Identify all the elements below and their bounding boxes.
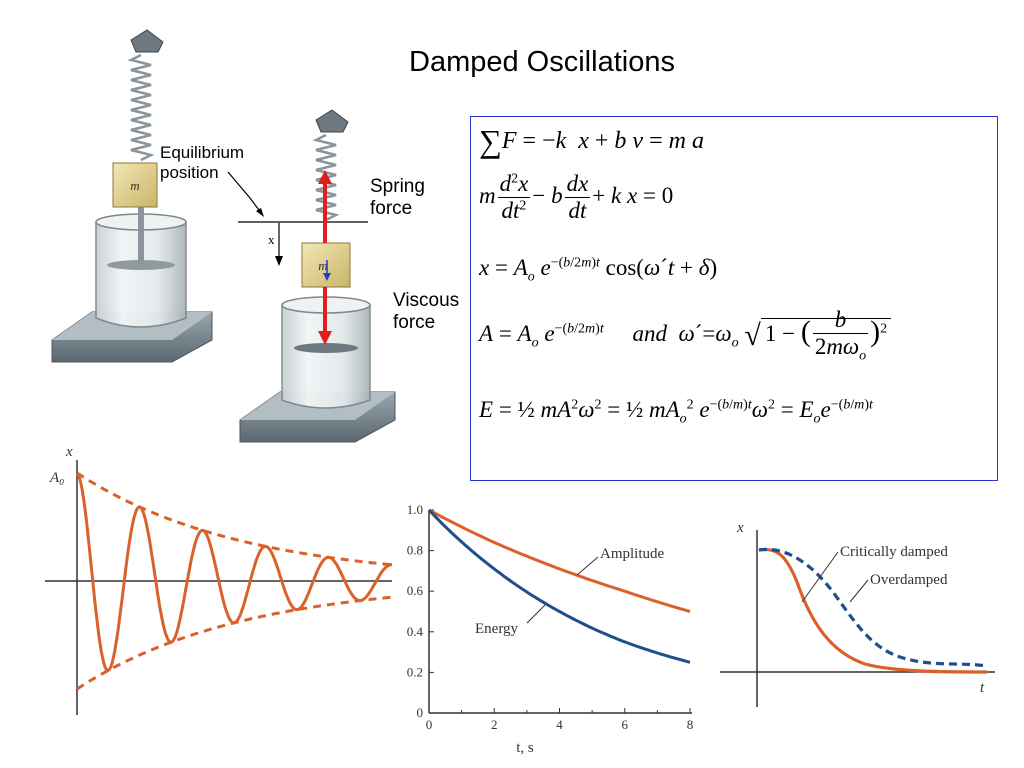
x-tick-label: 6 (622, 717, 629, 732)
damping-y-axis-label: x (736, 520, 744, 536)
spring-force-label: Spring force (370, 176, 425, 219)
over-pointer (849, 579, 869, 603)
equation-energy: E = ½ mA2ω2 = ½ mAo2 e−(b/m)tω2 = Eoe−(b… (479, 397, 873, 427)
overdamped-curve (758, 547, 988, 668)
y-tick-label: 0.8 (407, 543, 423, 558)
y-axis-label: x (65, 444, 73, 460)
left-apparatus: m (51, 29, 213, 363)
x-tick-label: 2 (491, 717, 498, 732)
mass-label-right: m (318, 258, 327, 273)
critical-pointer (801, 551, 839, 603)
x-tick-label: 0 (426, 717, 433, 732)
y-tick-label: 0.4 (407, 624, 424, 639)
critically-damped-curve (758, 547, 988, 674)
series-critical-label: Critically damped (840, 544, 948, 560)
series-energy-line (427, 508, 691, 664)
y-tick-label: 0 (417, 705, 424, 720)
apparatus-illustration: m m x (51, 29, 396, 443)
mass-label-left: m (130, 178, 139, 193)
amplitude-label: A₀ (49, 470, 64, 486)
oscillation-graph: x A₀ (45, 444, 393, 715)
upper-envelope (76, 471, 393, 567)
damping-x-axis-label: t (980, 680, 985, 696)
series-amplitude-label: Amplitude (600, 546, 665, 562)
equation-position: x = Ao e−(b/2m)t cos(ω´t + δ) (479, 255, 718, 285)
y-tick-label: 0.6 (407, 583, 424, 598)
decay-graph: 0 0.2 0.4 0.6 0.8 1.0 0 2 4 6 8 t, s Amplitude Ene… (407, 502, 694, 756)
equilibrium-label: Equilibrium position (160, 143, 245, 182)
damping-graph: x t Critically damped Overdamped (720, 520, 995, 707)
series-energy-label: Energy (475, 621, 519, 637)
spring (127, 53, 155, 162)
decay-x-axis-label: t, s (516, 740, 534, 756)
equilibrium-pointer (227, 171, 263, 215)
oscillation-curve (75, 472, 392, 672)
right-apparatus: m (239, 109, 396, 443)
x-tick-label: 4 (556, 717, 563, 732)
energy-pointer (526, 604, 546, 624)
series-amplitude-line (428, 508, 691, 613)
x-tick-label: 8 (687, 717, 694, 732)
y-tick-label: 1.0 (407, 502, 423, 517)
y-tick-label: 0.2 (407, 664, 423, 679)
series-over-label: Overdamped (870, 572, 948, 588)
viscous-force-label: Viscous force (393, 290, 460, 333)
amplitude-pointer (576, 556, 599, 576)
displacement-label: x (268, 232, 275, 247)
lower-envelope (76, 595, 393, 691)
page-title: Damped Oscillations (409, 46, 675, 78)
equation-newton: ∑F = −k x + b v = m a (479, 123, 704, 159)
